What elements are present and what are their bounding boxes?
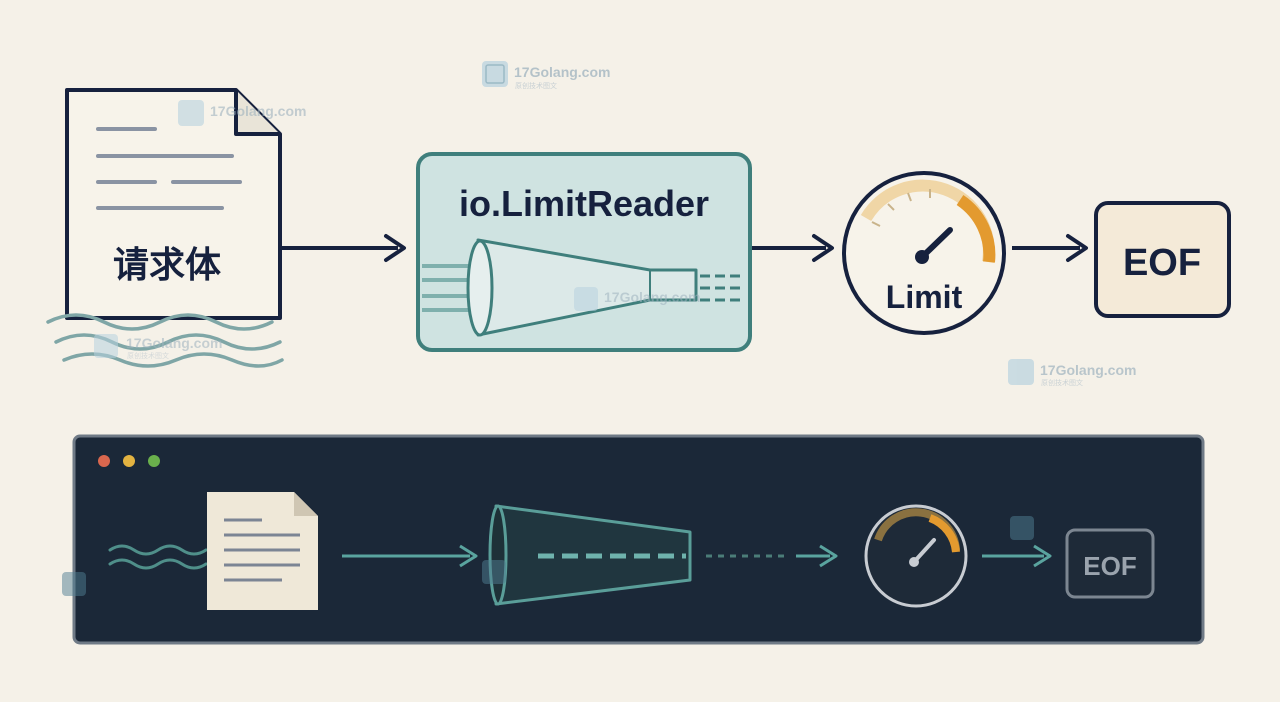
terminal-eof-label: EOF [1083,551,1136,581]
watermark [62,516,1034,596]
gauge-label: Limit [886,279,963,315]
eof-label: EOF [1123,242,1201,284]
arrow-icon [752,234,834,262]
terminal-eof-box [1065,528,1155,599]
limit-gauge: Limit [842,171,1006,335]
close-dot-icon [98,455,110,467]
terminal-panel: EOF [72,434,1205,645]
watermark-logo-icon [1008,359,1034,385]
watermark-tagline: 原创技术图文 [127,351,169,360]
arrow-icon [1012,234,1088,262]
watermark: 17Golang.com 原创技术图文 [1008,359,1136,387]
watermark-logo-icon [62,572,86,596]
watermark: 17Golang.com 原创技术图文 [482,61,610,90]
document-label: 请求体 [113,244,221,285]
dashed-arrow-icon [706,544,838,568]
watermark-tagline: 原创技术图文 [515,81,557,90]
watermark-logo-icon [482,61,508,87]
limit-reader-title: io.LimitReader [459,183,709,224]
watermark-logo-icon [482,560,506,584]
minimize-dot-icon [123,455,135,467]
arrow-icon [342,544,478,568]
watermark-brand: 17Golang.com [1040,362,1136,378]
watermark-logo-icon [574,287,598,311]
arrow-icon [282,234,406,262]
watermark-logo-icon [1010,516,1034,540]
arrow-icon [982,544,1052,568]
watermark-brand: 17Golang.com [210,103,306,119]
watermark-brand: 17Golang.com [604,289,700,305]
text-lines-icon [96,127,242,210]
eof-box: EOF [1094,201,1231,318]
watermark-tagline: 原创技术图文 [1041,378,1083,387]
watermark-logo-icon [178,100,204,126]
gauge-ticks-icon [871,189,931,227]
terminal-document-icon [207,492,318,610]
watermark: 17Golang.com [574,287,700,311]
watermark-logo-icon [94,334,118,358]
maximize-dot-icon [148,455,160,467]
stream-out-icon [700,274,744,302]
request-body-document: 请求体 [65,88,282,320]
watermark: 17Golang.com 原创技术图文 [94,334,222,360]
terminal-gauge-icon [864,504,968,608]
watermark-brand: 17Golang.com [126,335,222,351]
wave-icon [108,544,208,570]
watermark-brand: 17Golang.com [514,64,610,80]
watermark: 17Golang.com [178,100,306,126]
limit-reader-box: io.LimitReader [416,152,752,352]
